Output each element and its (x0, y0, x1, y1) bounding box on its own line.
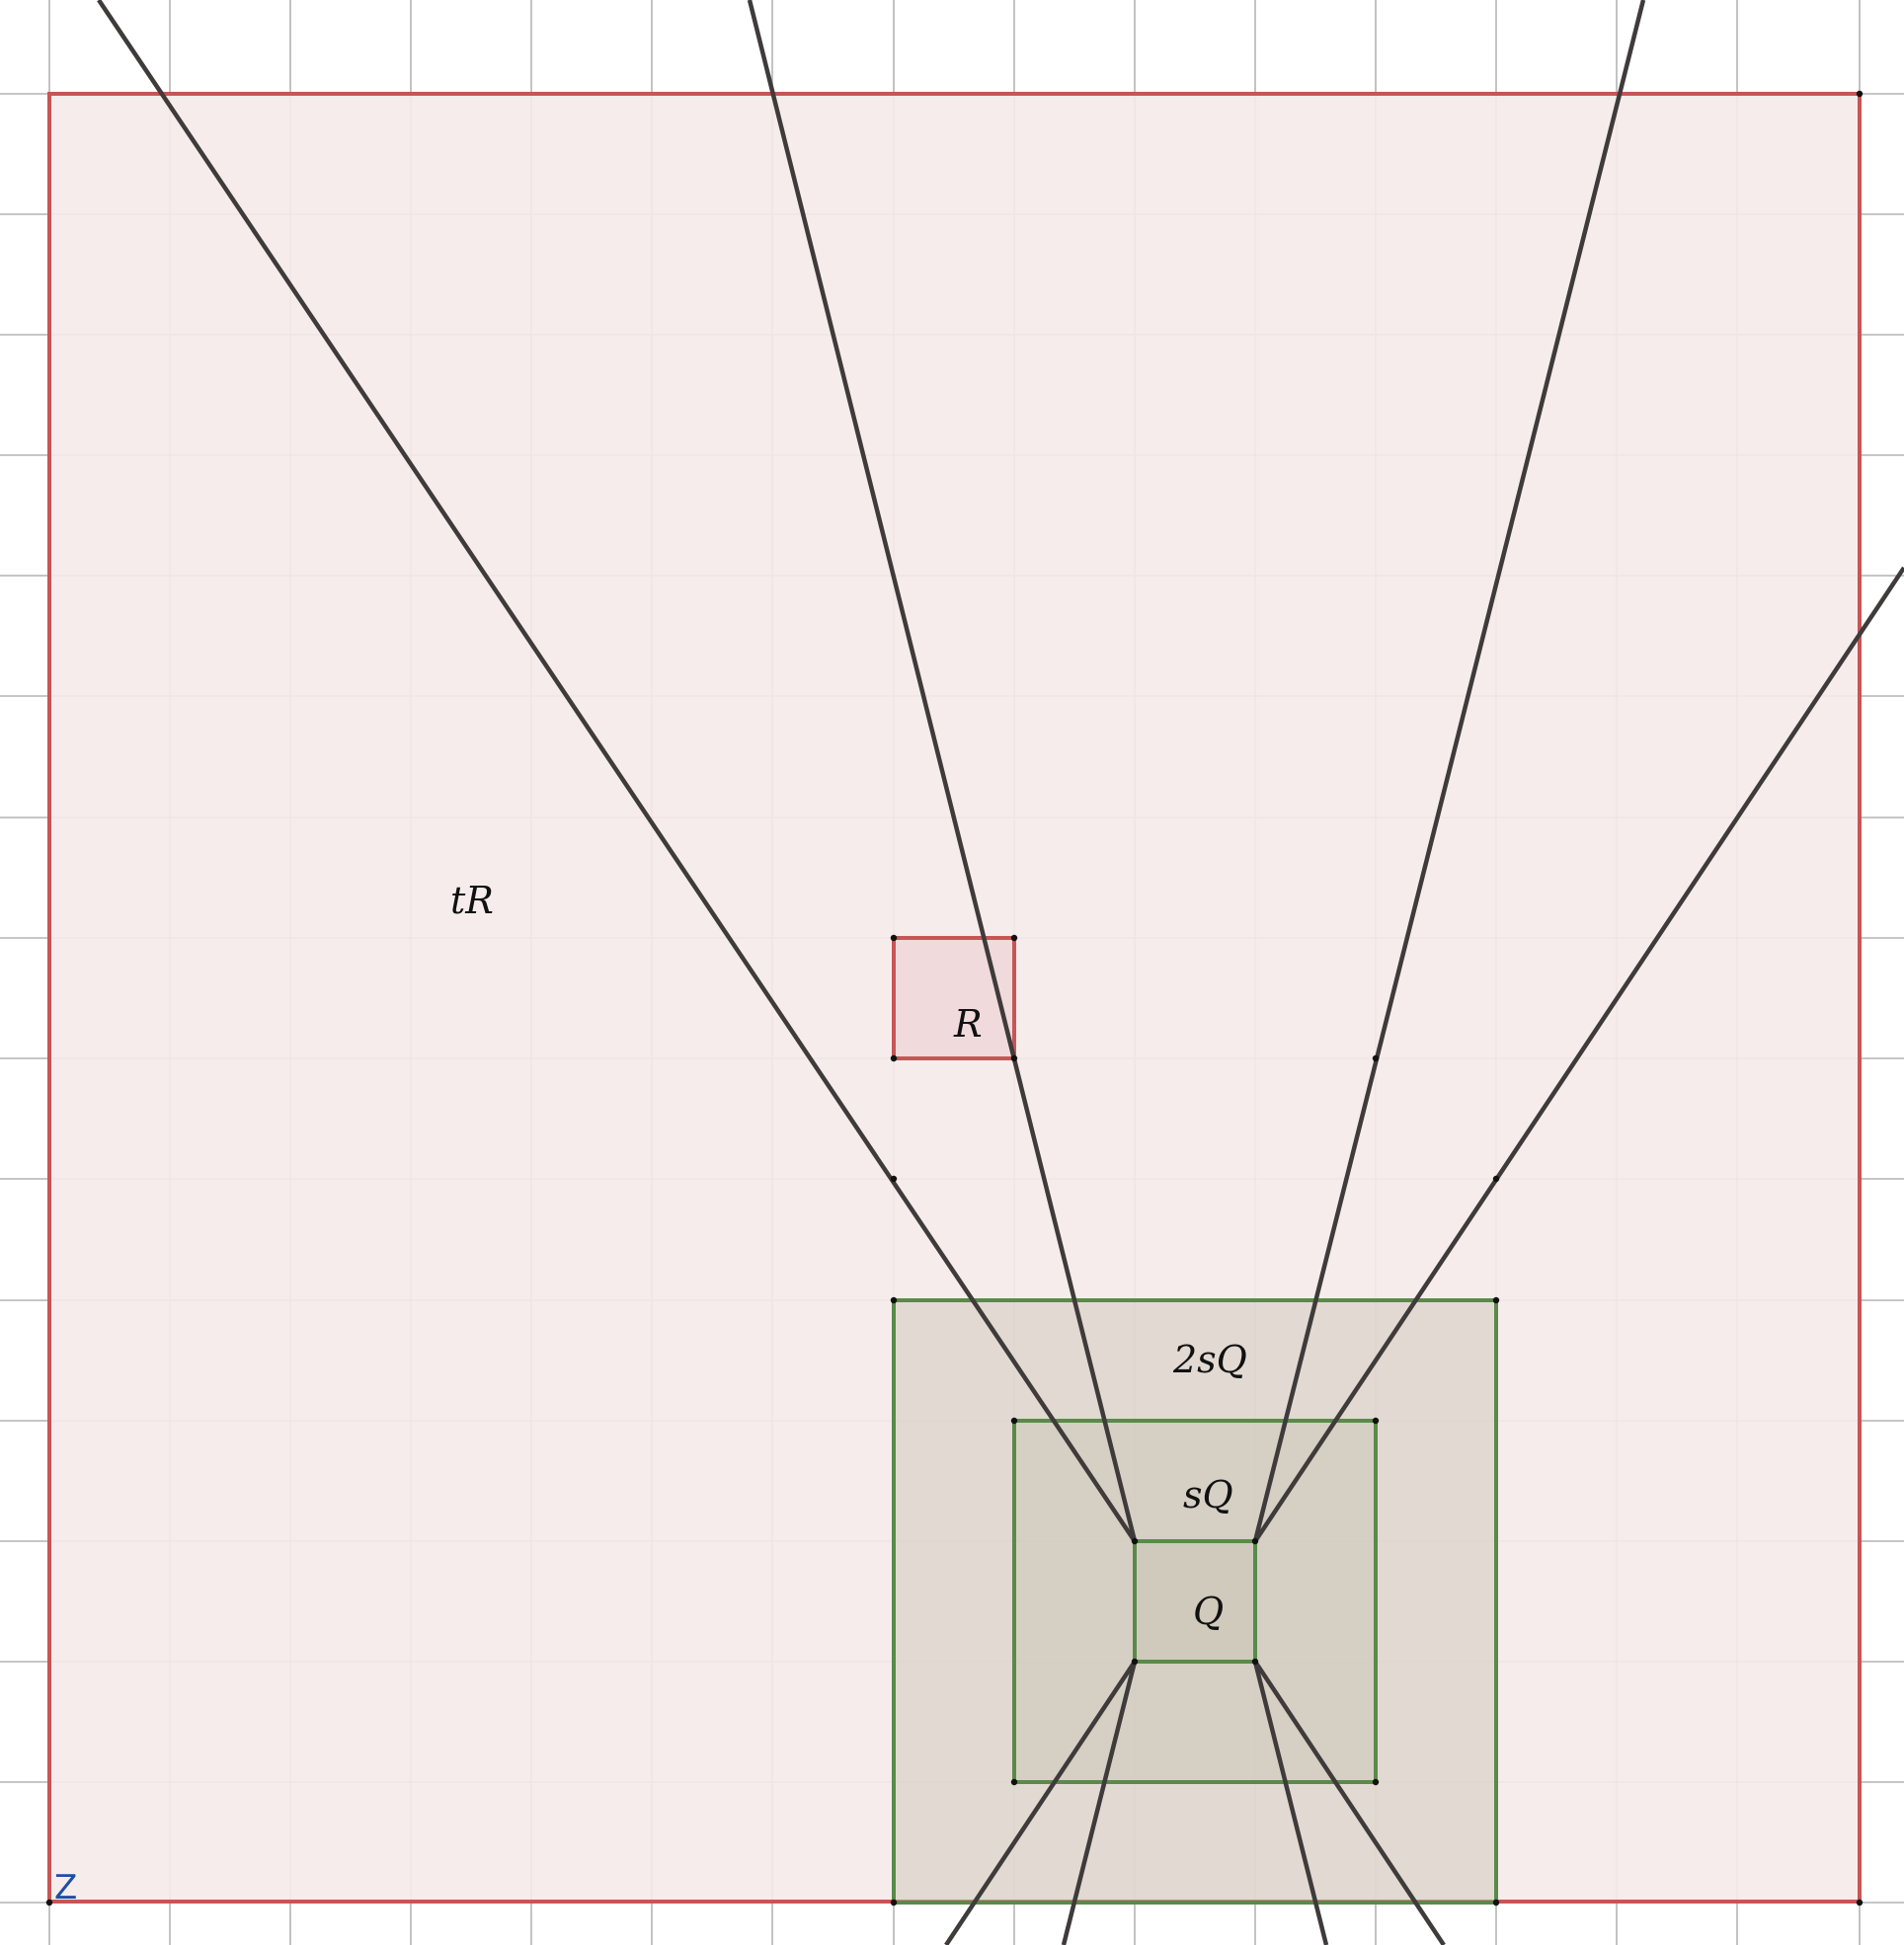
rectangle-R (892, 936, 1016, 1060)
vertices (45, 90, 1864, 1906)
square-sQ (1012, 1419, 1378, 1784)
square-2sQ (892, 1298, 1498, 1905)
label-Q: Q (1193, 1590, 1224, 1633)
vertex-point (1372, 1778, 1380, 1786)
vertex-point (1492, 1296, 1500, 1304)
vertex-point (1251, 1537, 1259, 1545)
label-sQ: sQ (1183, 1473, 1233, 1517)
label-2sQ: 2sQ (1172, 1338, 1247, 1381)
ray-upper-center-right (1252, 0, 1646, 1542)
vertex-point (890, 1054, 898, 1062)
vertex-point (1372, 1054, 1380, 1062)
vertex-point (890, 1899, 898, 1906)
ray-upper-center-left (747, 0, 1138, 1542)
vertex-point (1131, 1537, 1139, 1545)
label-R: R (953, 1002, 983, 1046)
rays (97, 0, 1904, 1945)
vertex-point (1372, 1417, 1380, 1425)
ray-lower-left-inner (1061, 1661, 1138, 1945)
vertex-point (1251, 1658, 1259, 1666)
ray-lower-right-outer (1253, 1660, 1446, 1945)
vertex-point (1492, 1175, 1500, 1183)
ray-lower-left-outer (944, 1660, 1137, 1945)
label-tR: tR (450, 879, 494, 922)
vertex-point (1010, 934, 1018, 942)
square-Q (1133, 1539, 1257, 1664)
vertex-point (890, 934, 898, 942)
vertex-point (1010, 1054, 1018, 1062)
vertex-point (1131, 1658, 1139, 1666)
vertex-point (1856, 90, 1864, 98)
vertex-point (1010, 1417, 1018, 1425)
ray-upper-left (97, 0, 1137, 1543)
vertex-point (1492, 1899, 1500, 1906)
vertex-point (890, 1296, 898, 1304)
vertex-point (890, 1175, 898, 1183)
vertex-point (1856, 1899, 1864, 1906)
ray-lower-right-inner (1252, 1661, 1329, 1945)
vertex-point (1010, 1778, 1018, 1786)
label-Z: Z (54, 1868, 77, 1907)
ray-upper-right (1253, 566, 1904, 1543)
vertex-point (45, 1899, 53, 1906)
